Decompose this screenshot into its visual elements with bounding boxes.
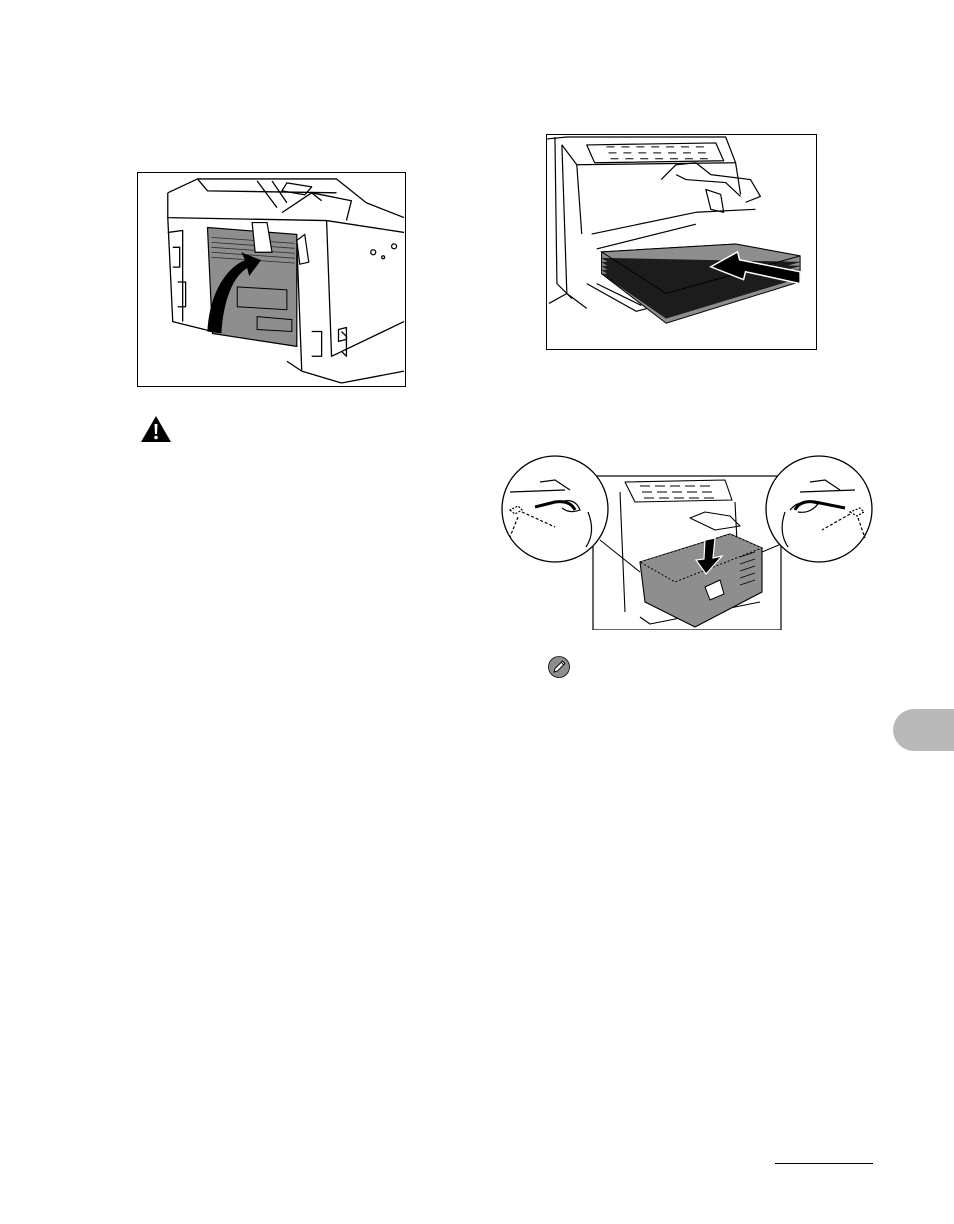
footer-rule [775, 1163, 873, 1164]
paper-stack-insert-illustration [546, 134, 817, 350]
note-pencil-icon [548, 656, 570, 678]
warning-triangle-icon [140, 415, 172, 443]
chapter-tab [893, 709, 954, 751]
paper-guide-detail-illustration [500, 452, 874, 630]
printer-rear-cover-illustration [137, 172, 406, 387]
